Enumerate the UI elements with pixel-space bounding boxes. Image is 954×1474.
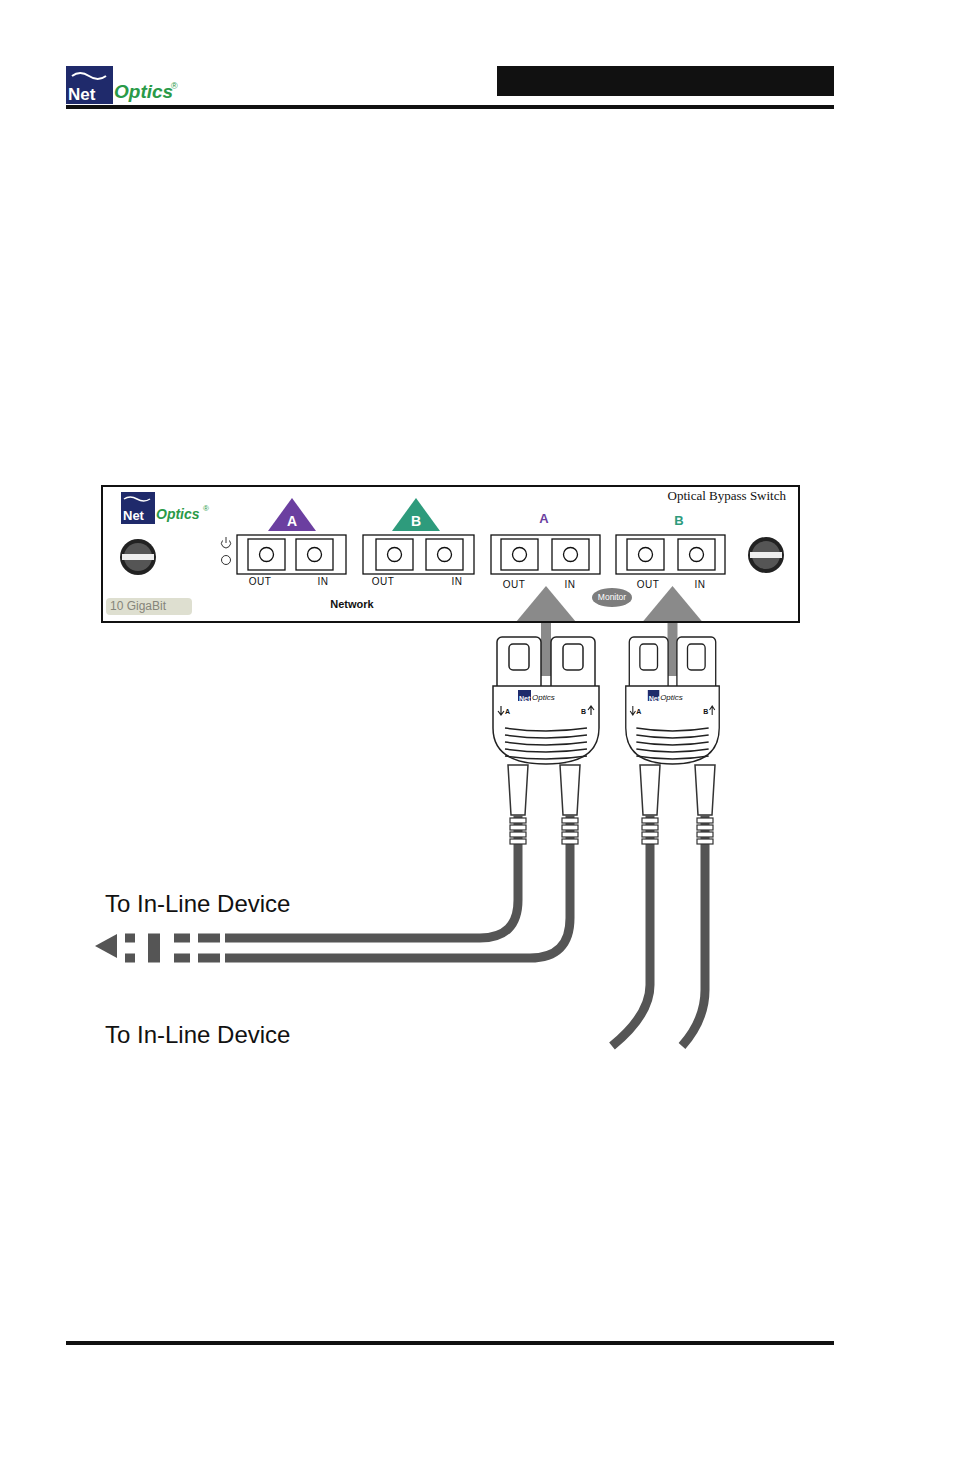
port-label: IN: [695, 580, 706, 590]
logo-net: Net: [68, 86, 95, 103]
speed-band: 10 GigaBit: [106, 598, 192, 615]
speed-label: 10 GigaBit: [110, 600, 166, 612]
plug-logo-net: Net: [649, 695, 660, 702]
cable-destination: To In-Line Device: [105, 1023, 290, 1047]
port-letter: A: [268, 514, 316, 528]
port-label: OUT: [249, 577, 272, 587]
screw: [120, 537, 784, 575]
port-label: IN: [565, 580, 576, 590]
plug-logo-optics: Optics: [660, 694, 683, 702]
registered-mark: ®: [171, 82, 178, 91]
plug-lane-label: B: [581, 708, 586, 715]
cable-destination: To In-Line Device: [105, 892, 290, 916]
cables: [225, 815, 705, 1046]
logo-optics: Optics: [156, 507, 200, 521]
registered-mark: ®: [203, 505, 209, 513]
header-rule: [66, 105, 834, 109]
panel-logo-block: [121, 492, 155, 524]
cable-boots: [508, 765, 715, 815]
footer-rule: [66, 1341, 834, 1345]
port-label: IN: [452, 577, 463, 587]
section-label: Network: [330, 599, 373, 610]
duplex-plug: NetOpticsA B: [491, 636, 601, 766]
monitor-label: Monitor: [592, 593, 632, 602]
port-triangle: A: [268, 498, 316, 531]
logo-net: Net: [123, 509, 144, 522]
plug-lane-label: A: [505, 708, 510, 715]
port-label: OUT: [372, 577, 395, 587]
port-label: OUT: [503, 580, 526, 590]
panel-face: [103, 487, 798, 621]
monitor-oval: Monitor: [592, 588, 632, 607]
port-label: IN: [318, 577, 329, 587]
port-letter: B: [392, 514, 440, 528]
plug-lane-label: B: [703, 708, 708, 715]
duplex-plug: NetOpticsA B: [624, 636, 721, 766]
logo-optics: Optics: [114, 82, 173, 101]
plug-logo-net: Net: [519, 695, 530, 702]
logo-wave: [124, 497, 150, 501]
logo-wave: [72, 73, 106, 79]
port-letter: A: [539, 512, 548, 525]
plug-lane-label: A: [636, 708, 641, 715]
port-label: OUT: [637, 580, 660, 590]
dashed-cable-arrow: [95, 934, 220, 963]
logo-block: [66, 66, 113, 104]
port-letter: B: [674, 514, 683, 527]
port-triangle: B: [392, 498, 440, 531]
panel-title: Optical Bypass Switch: [668, 489, 786, 502]
port-groups: [237, 535, 725, 574]
power-led: [222, 537, 231, 565]
boot-ridges: [510, 818, 713, 844]
header-bar: [497, 66, 834, 96]
plug-logo-optics: Optics: [532, 694, 555, 702]
